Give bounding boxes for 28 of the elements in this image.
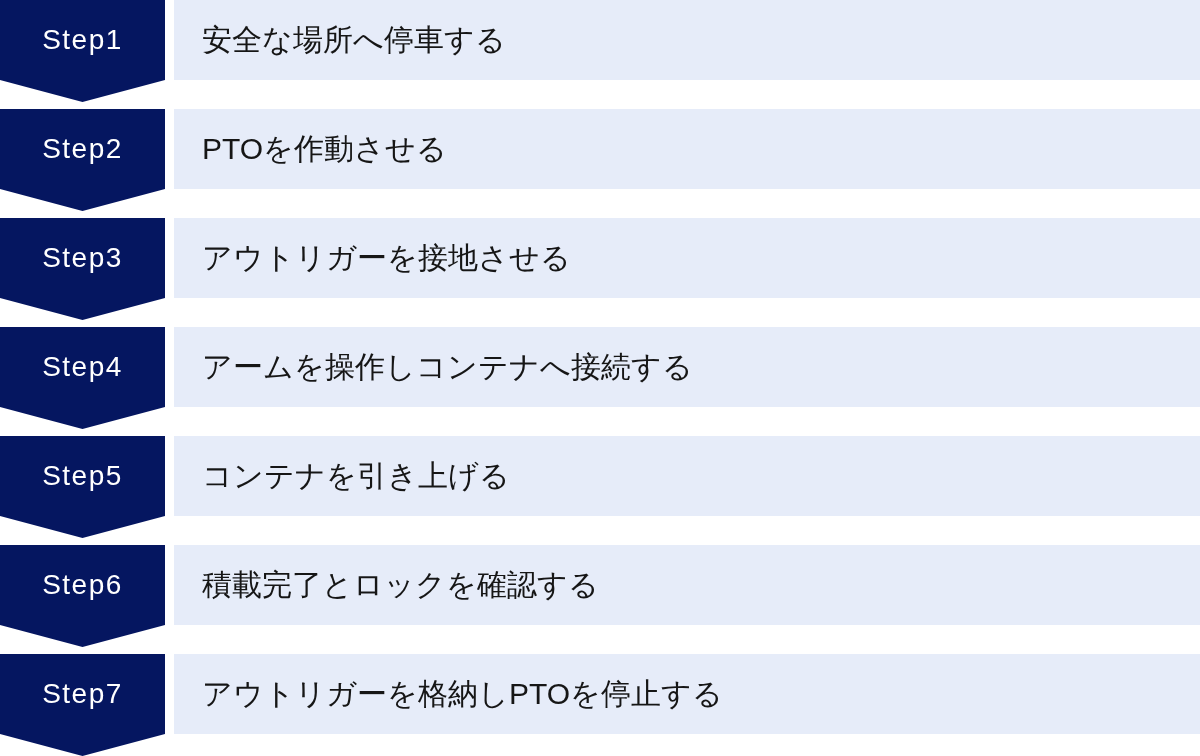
step-band bbox=[174, 218, 1200, 298]
step-text: 積載完了とロックを確認する bbox=[202, 567, 599, 603]
step-band bbox=[174, 109, 1200, 189]
step-label: Step6 bbox=[42, 569, 123, 601]
step-label: Step1 bbox=[42, 24, 123, 56]
step-band bbox=[174, 545, 1200, 625]
step-band bbox=[174, 654, 1200, 734]
step-marker bbox=[0, 545, 165, 647]
step-band bbox=[174, 436, 1200, 516]
step-text: アウトリガーを格納しPTOを停止する bbox=[202, 676, 724, 712]
step-marker bbox=[0, 218, 165, 320]
step-marker bbox=[0, 327, 165, 429]
step-text: 安全な場所へ停車する bbox=[202, 22, 506, 58]
step-text: アウトリガーを接地させる bbox=[202, 240, 571, 276]
step-marker bbox=[0, 0, 165, 102]
step-text: アームを操作しコンテナへ接続する bbox=[202, 349, 693, 385]
step-label: Step4 bbox=[42, 351, 123, 383]
step-marker bbox=[0, 109, 165, 211]
step-band bbox=[174, 0, 1200, 80]
step-text: コンテナを引き上げる bbox=[202, 458, 510, 494]
step-marker bbox=[0, 436, 165, 538]
step-label: Step2 bbox=[42, 133, 123, 165]
step-band bbox=[174, 327, 1200, 407]
step-text: PTOを作動させる bbox=[202, 131, 448, 167]
step-marker bbox=[0, 654, 165, 756]
step-label: Step3 bbox=[42, 242, 123, 274]
step-label: Step7 bbox=[42, 678, 123, 710]
step-label: Step5 bbox=[42, 460, 123, 492]
